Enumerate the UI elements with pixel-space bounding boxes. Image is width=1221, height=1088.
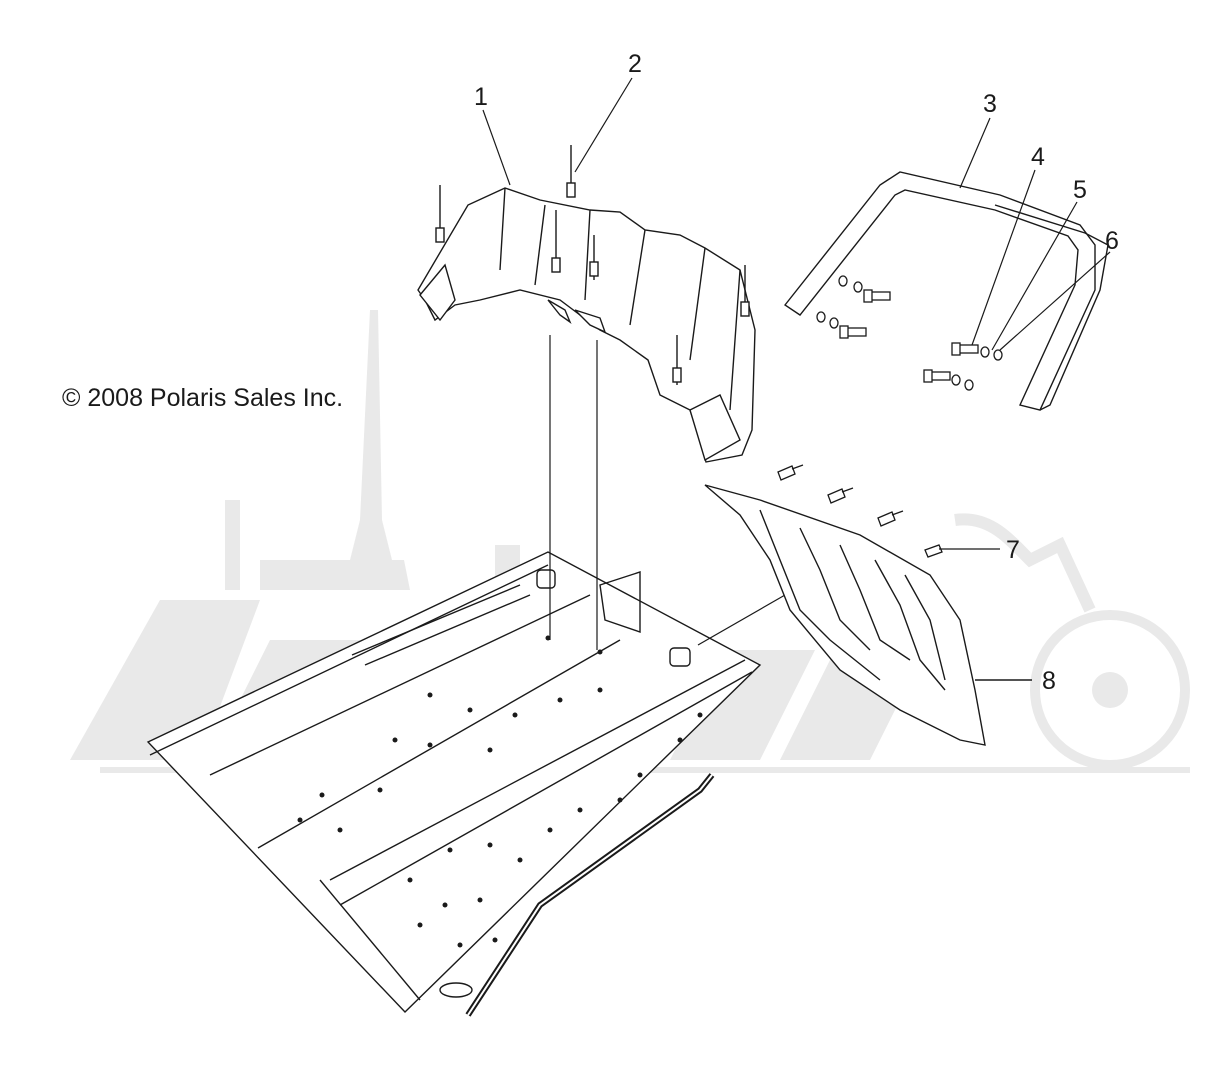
callout-label-1: 1 — [474, 83, 488, 111]
part-7-rivets — [777, 464, 1000, 558]
part-8-snow-flap — [704, 484, 1032, 746]
copyright-notice: © 2008 Polaris Sales Inc. — [62, 384, 344, 412]
callout-label-8: 8 — [1042, 667, 1056, 695]
callout-label-5: 5 — [1073, 176, 1087, 204]
alignment-lines — [549, 335, 786, 650]
callout-label-7: 7 — [1006, 536, 1020, 564]
callout-label-4: 4 — [1031, 143, 1045, 171]
parts-4-6-hardware — [816, 275, 1003, 391]
tunnel-chassis — [146, 551, 762, 1017]
leader-lines — [482, 77, 1111, 351]
part-2-rivets — [435, 145, 750, 385]
callout-label-6: 6 — [1105, 227, 1119, 255]
callout-label-2: 2 — [628, 50, 642, 78]
callout-label-3: 3 — [983, 90, 997, 118]
part-3-grab-bar — [783, 171, 1109, 411]
part-1-bumper-cover — [417, 187, 756, 463]
